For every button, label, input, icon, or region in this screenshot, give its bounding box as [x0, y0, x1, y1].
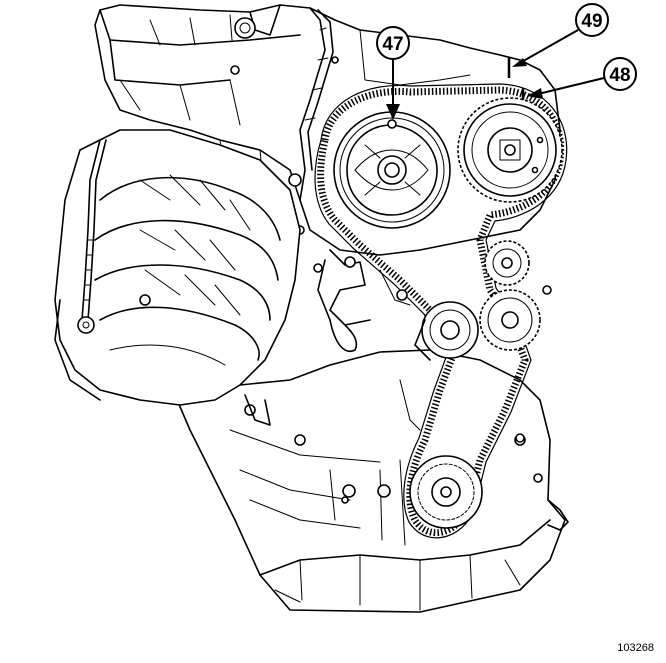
crankshaft-pulley: [409, 455, 483, 529]
exhaust-camshaft-pulley: [457, 97, 563, 203]
svg-text:49: 49: [581, 11, 602, 32]
svg-text:47: 47: [382, 34, 403, 55]
idler-pulley: [484, 240, 530, 286]
engine-block: [174, 349, 569, 613]
callout-48: 48: [521, 57, 637, 100]
timing-belt-assembly: [313, 83, 568, 539]
exhaust-manifold: [54, 129, 301, 426]
toothed-sprocket: [479, 289, 541, 351]
belt-tensioner: [414, 301, 479, 361]
camshaft-pulley: [333, 111, 451, 229]
callout-49: 49: [507, 3, 609, 78]
callout-47: 47: [376, 26, 410, 120]
svg-text:48: 48: [609, 65, 630, 86]
figure-reference-number: 103268: [617, 642, 654, 654]
